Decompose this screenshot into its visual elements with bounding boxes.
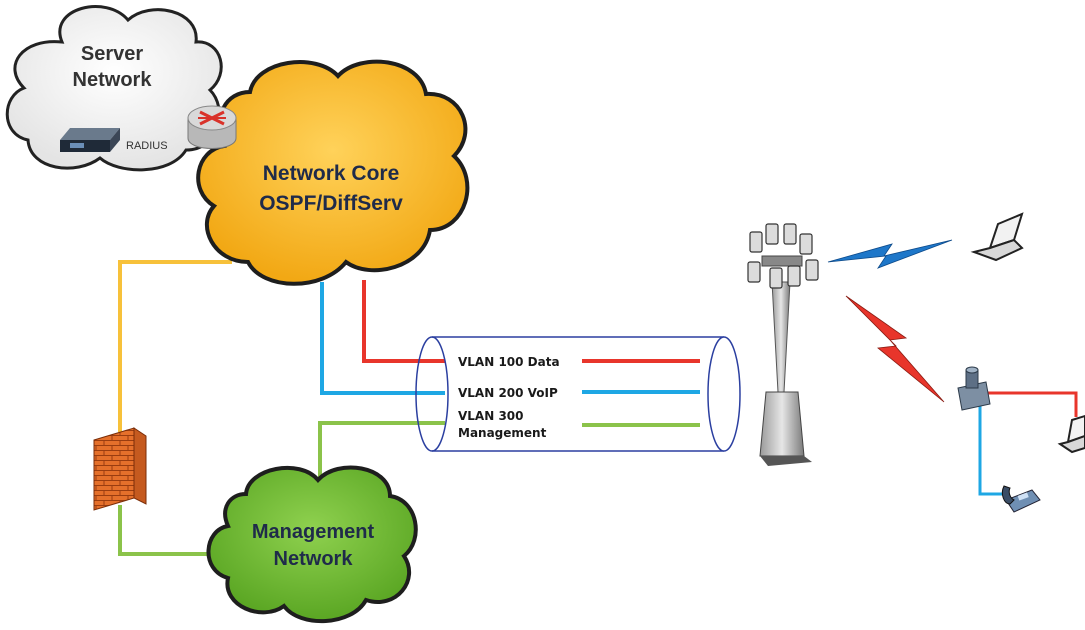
management-network-title-line2: Network	[274, 548, 354, 570]
wireless-bolt-icon	[845, 295, 945, 403]
vlan-tunnel-lines	[582, 359, 700, 427]
network-core-title-line2: OSPF/DiffServ	[259, 192, 403, 215]
vlan300-label-line2: Management	[458, 426, 547, 440]
network-core-title-line1: Network Core	[263, 162, 400, 185]
ip-phone-icon	[1001, 485, 1041, 513]
server-icon	[60, 128, 120, 152]
ap-phone-line	[978, 405, 1006, 496]
vlan300-line	[318, 421, 445, 480]
management-network-title-line1: Management	[252, 521, 375, 543]
laptop-icon	[970, 212, 1024, 262]
vlan-tunnel	[415, 336, 741, 452]
connection-lines	[118, 260, 1078, 556]
laptop-icon	[1057, 414, 1085, 454]
cell-tower-icon	[747, 223, 819, 466]
firewall-icon	[93, 427, 147, 511]
wireless-bolt-icon	[827, 239, 953, 269]
server-network-title-line1: Server	[81, 43, 143, 65]
vlan100-line	[362, 280, 445, 363]
management-network-cloud: Management Network	[206, 465, 418, 624]
ap-laptop-line	[988, 391, 1078, 417]
vlan300-label-line1: VLAN 300	[458, 409, 524, 423]
network-core-cloud: Network Core OSPF/DiffServ	[196, 59, 470, 286]
firewall-mgmt-line	[118, 505, 230, 556]
vlan200-line	[320, 282, 445, 395]
radius-label: RADIUS	[126, 140, 168, 152]
vlan100-label: VLAN 100 Data	[458, 355, 560, 369]
firewall-uplink-line	[118, 260, 232, 432]
router-icon	[187, 105, 237, 149]
access-point-icon	[957, 366, 991, 411]
server-network-title-line2: Network	[73, 69, 153, 91]
vlan200-label: VLAN 200 VoIP	[458, 386, 558, 400]
server-network-cloud: Server Network RADIUS	[5, 5, 223, 172]
